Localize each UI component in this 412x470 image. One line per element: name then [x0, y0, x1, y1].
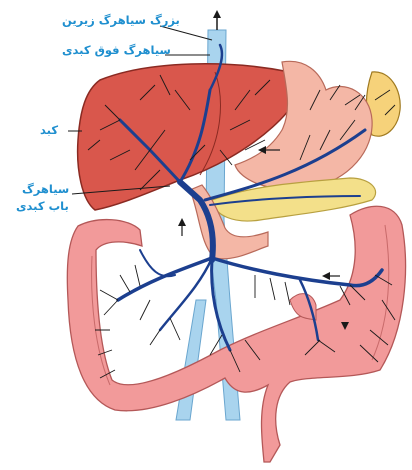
label-portal-vein-line2: باب کبدی [16, 200, 69, 213]
label-liver: کبد [40, 124, 58, 137]
arrow-colon-right [322, 272, 330, 280]
label-portal-vein-line1: سیاهرگ [22, 183, 69, 196]
arrow-portal-up [178, 218, 186, 226]
label-hepatic-vein: سیاهرگ فوق کبدی [62, 44, 171, 57]
ivc-arrow-up [213, 10, 221, 18]
label-inferior-vena-cava: بزرگ سیاهرگ زیرین [62, 14, 180, 27]
